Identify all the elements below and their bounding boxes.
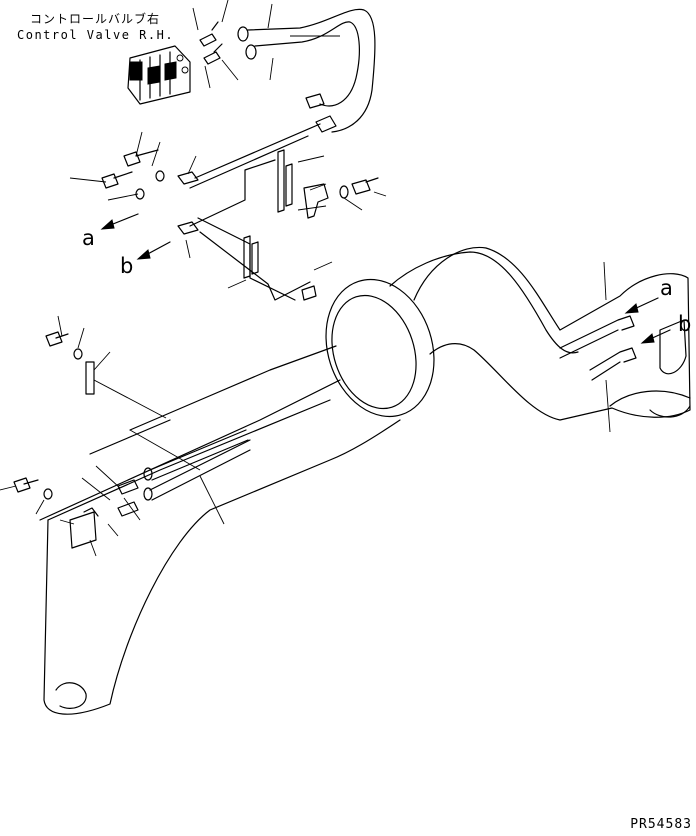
mark-a-left: a	[82, 226, 95, 250]
arrow-a-left	[100, 213, 139, 230]
right-bolts	[559, 261, 671, 433]
mark-b-left: b	[120, 254, 134, 278]
illustration-code: PR54583	[630, 817, 692, 832]
part-name-english: Control Valve R.H.	[17, 28, 175, 42]
lower-left-parts	[0, 315, 167, 557]
mark-b-right: b	[678, 312, 692, 336]
mark-a-right: a	[660, 276, 673, 300]
part-name-japanese: コントロールバルブ右	[30, 12, 161, 26]
control-valve-body	[127, 45, 191, 105]
left-bolts	[69, 131, 199, 259]
valve-fittings	[192, 0, 274, 89]
clamp-brackets	[227, 149, 387, 301]
arrow-b-left	[136, 241, 171, 260]
boom-body	[39, 246, 691, 715]
upper-hoses	[247, 8, 376, 133]
lower-hoses	[81, 429, 251, 537]
